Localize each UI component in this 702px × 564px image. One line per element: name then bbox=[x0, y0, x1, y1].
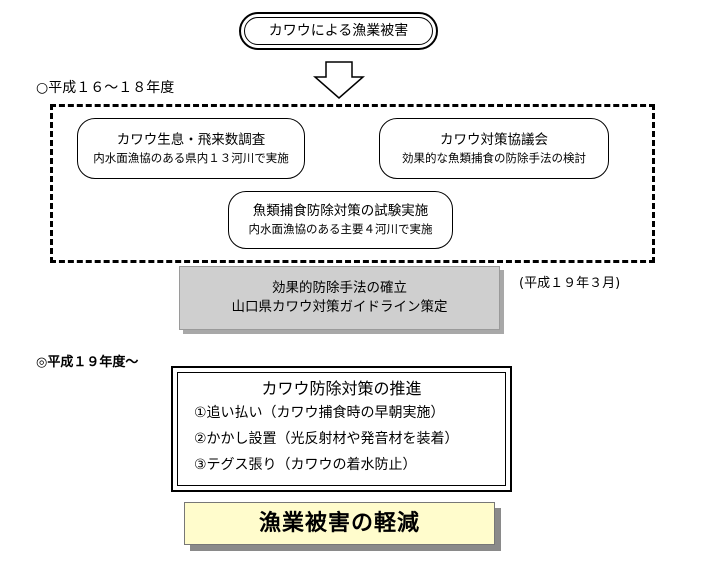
box-survey: カワウ生息・飛来数調査 内水面漁協のある県内１３河川で実施 bbox=[77, 118, 305, 179]
promotion-box: カワウ防除対策の推進 ①追い払い（カワウ捕食時の早朝実施） ②かかし設置（光反射… bbox=[177, 372, 506, 486]
box-trial-detail: 内水面漁協のある主要４河川で実施 bbox=[248, 222, 433, 236]
promotion-heading: カワウ防除対策の推進 bbox=[261, 379, 422, 398]
guideline-line1: 効果的防除手法の確立 bbox=[272, 280, 407, 296]
guideline-date: (平成１９年３月) bbox=[519, 276, 621, 291]
promotion-outer-border bbox=[171, 366, 512, 492]
promotion-item: ③テグス張り（カワウの着水防止） bbox=[194, 457, 417, 473]
box-survey-title: カワウ生息・飛来数調査 bbox=[116, 131, 266, 148]
box-council-detail: 効果的な魚類捕食の防除手法の検討 bbox=[402, 150, 586, 165]
period-label-h16-18: ○平成１６～１８年度 bbox=[36, 80, 175, 96]
guideline-line2: 山口県カワウ対策ガイドライン策定 bbox=[231, 299, 448, 315]
guideline-box: 効果的防除手法の確立 山口県カワウ対策ガイドライン策定 bbox=[179, 266, 500, 330]
down-arrow-icon bbox=[313, 61, 365, 99]
title-outer-border bbox=[239, 12, 438, 50]
box-survey-detail: 内水面漁協のある県内１３河川で実施 bbox=[93, 150, 289, 165]
result-box: 漁業被害の軽減 bbox=[184, 502, 495, 545]
diagram-title: カワウによる漁業被害 bbox=[244, 17, 433, 45]
box-trial-title: 魚類捕食防除対策の試験実施 bbox=[252, 203, 429, 219]
box-trial: 魚類捕食防除対策の試験実施 内水面漁協のある主要４河川で実施 bbox=[228, 191, 453, 249]
box-council-title: カワウ対策協議会 bbox=[440, 131, 548, 148]
box-council: カワウ対策協議会 効果的な魚類捕食の防除手法の検討 bbox=[379, 118, 609, 179]
period1-dashed-frame bbox=[50, 104, 655, 263]
promotion-item: ①追い払い（カワウ捕食時の早朝実施） bbox=[194, 405, 445, 421]
promotion-item: ②かかし設置（光反射材や発音材を装着） bbox=[194, 431, 459, 447]
period-label-h19: ◎平成１９年度～ bbox=[36, 355, 139, 370]
